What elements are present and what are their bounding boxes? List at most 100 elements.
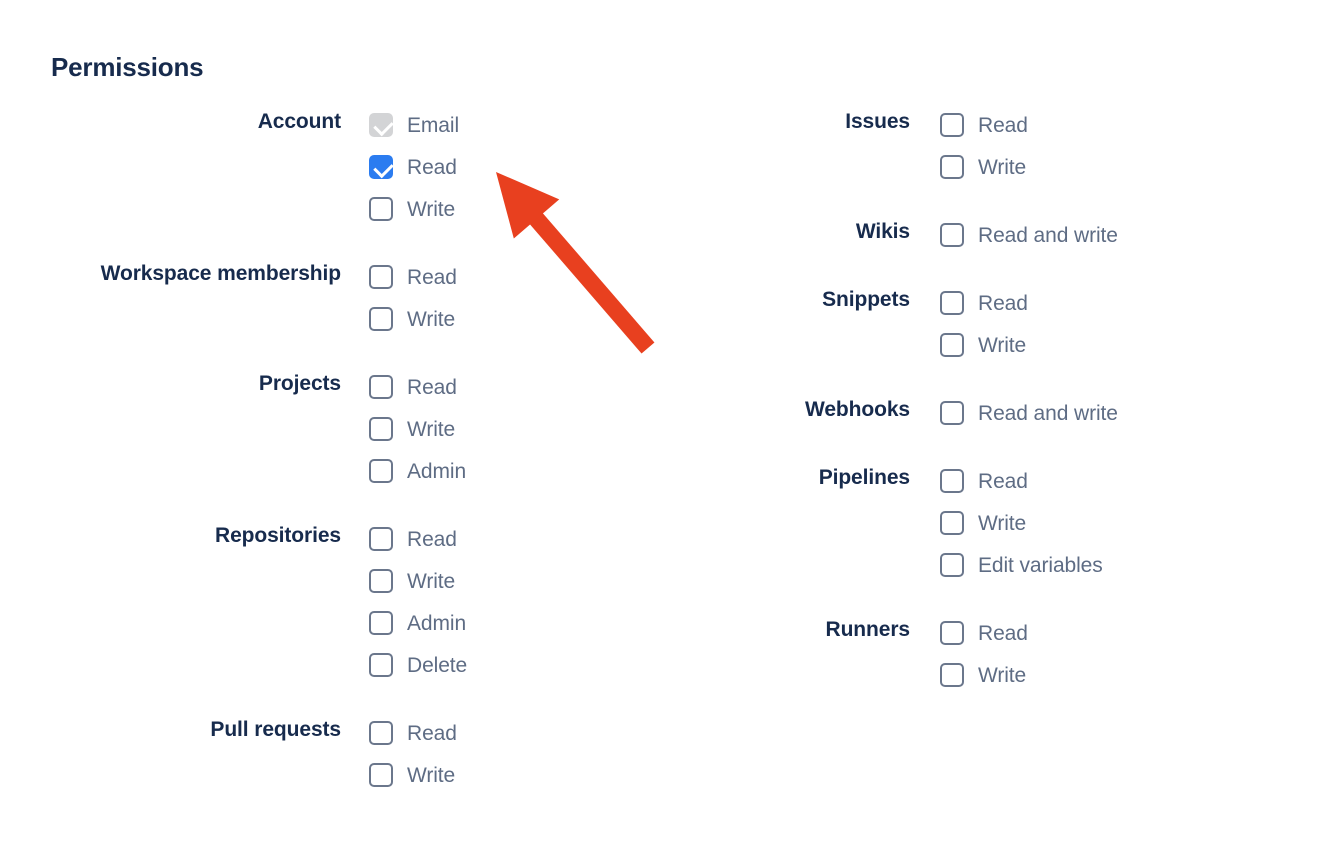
checkbox-unchecked[interactable] [369,375,393,399]
permission-option-label: Write [978,511,1027,535]
checkbox-unchecked[interactable] [940,621,964,645]
permission-group-label: Wikis [855,220,910,243]
checkbox-unchecked[interactable] [369,763,393,787]
permission-option-row[interactable]: Read [369,366,466,408]
permission-option-label: Read [407,527,457,551]
checkbox-unchecked[interactable] [940,469,964,493]
permission-option-row[interactable]: Write [369,298,457,340]
permission-options: Read and write [940,392,1118,434]
permission-option-row[interactable]: Read [940,282,1028,324]
permission-option-row[interactable]: Write [940,324,1028,366]
checkbox-unchecked[interactable] [369,265,393,289]
permission-option-row[interactable]: Write [369,188,459,230]
permission-option-row[interactable]: Delete [369,644,467,686]
permission-group-label: Runners [825,618,911,641]
checkbox-unchecked[interactable] [940,401,964,425]
checkbox-unchecked[interactable] [369,527,393,551]
permission-option-row[interactable]: Email [369,104,459,146]
permission-option-label: Write [407,197,456,221]
checkbox-unchecked[interactable] [940,333,964,357]
check-icon [373,157,394,179]
permission-option-row[interactable]: Read [369,256,457,298]
checkbox-disabled-checked [369,113,394,137]
permission-option-row[interactable]: Read [940,612,1028,654]
permission-option-label: Email [407,113,460,137]
permission-option-row[interactable]: Write [369,754,457,796]
permission-option-label: Write [407,569,456,593]
permission-option-label: Delete [407,653,468,677]
checkbox-unchecked[interactable] [369,653,393,677]
permission-option-label: Read [978,621,1028,645]
checkbox-unchecked[interactable] [369,569,393,593]
permission-group-label: Pipelines [818,466,910,489]
permission-option-row[interactable]: Write [940,502,1103,544]
checkbox-unchecked[interactable] [940,223,964,247]
checkbox-unchecked[interactable] [940,663,964,687]
permission-option-row[interactable]: Read [940,104,1028,146]
page-title: Permissions [51,52,204,82]
permission-option-label: Read and write [978,401,1118,425]
permission-option-row[interactable]: Write [369,560,467,602]
checkbox-unchecked[interactable] [369,459,393,483]
permission-option-label: Read [978,469,1028,493]
permission-option-label: Read [407,375,457,399]
permission-option-row[interactable]: Read and write [940,214,1118,256]
checkbox-checked[interactable] [369,155,394,179]
checkbox-unchecked[interactable] [940,291,964,315]
permission-option-row[interactable]: Admin [369,450,466,492]
permission-group-label: Issues [845,110,910,133]
permission-option-row[interactable]: Edit variables [940,544,1103,586]
permission-option-label: Read [407,265,457,289]
permission-group-label: Pull requests [210,718,341,741]
permission-option-row[interactable]: Read [940,460,1103,502]
permission-group-label: Repositories [215,524,341,547]
permission-option-label: Read and write [978,223,1118,247]
permission-option-row[interactable]: Write [940,146,1028,188]
permission-option-label: Read [978,291,1028,315]
permission-option-row[interactable]: Write [940,654,1028,696]
checkbox-unchecked[interactable] [369,307,393,331]
permission-option-row[interactable]: Read and write [940,392,1118,434]
permission-option-label: Read [407,155,457,179]
permission-option-label: Write [407,307,456,331]
permission-option-row[interactable]: Admin [369,602,467,644]
permission-group-label: Account [257,110,341,133]
permission-option-label: Read [978,113,1028,137]
checkbox-unchecked[interactable] [369,721,393,745]
permission-option-row[interactable]: Read [369,518,467,560]
permission-option-row[interactable]: Read [369,146,459,188]
checkbox-unchecked[interactable] [369,417,393,441]
checkbox-unchecked[interactable] [940,113,964,137]
checkbox-unchecked[interactable] [369,611,393,635]
permission-options: Read and write [940,214,1118,256]
permission-option-row[interactable]: Write [369,408,466,450]
permission-option-row[interactable]: Read [369,712,457,754]
permission-option-label: Write [407,417,456,441]
permission-group-label: Projects [258,372,341,395]
checkbox-unchecked[interactable] [940,155,964,179]
permission-option-label: Write [978,663,1027,687]
permission-group: Wikis Read and write [660,214,1320,256]
checkbox-unchecked[interactable] [369,197,393,221]
checkbox-unchecked[interactable] [940,511,964,535]
checkbox-unchecked[interactable] [940,553,964,577]
permission-option-label: Edit variables [978,553,1103,577]
